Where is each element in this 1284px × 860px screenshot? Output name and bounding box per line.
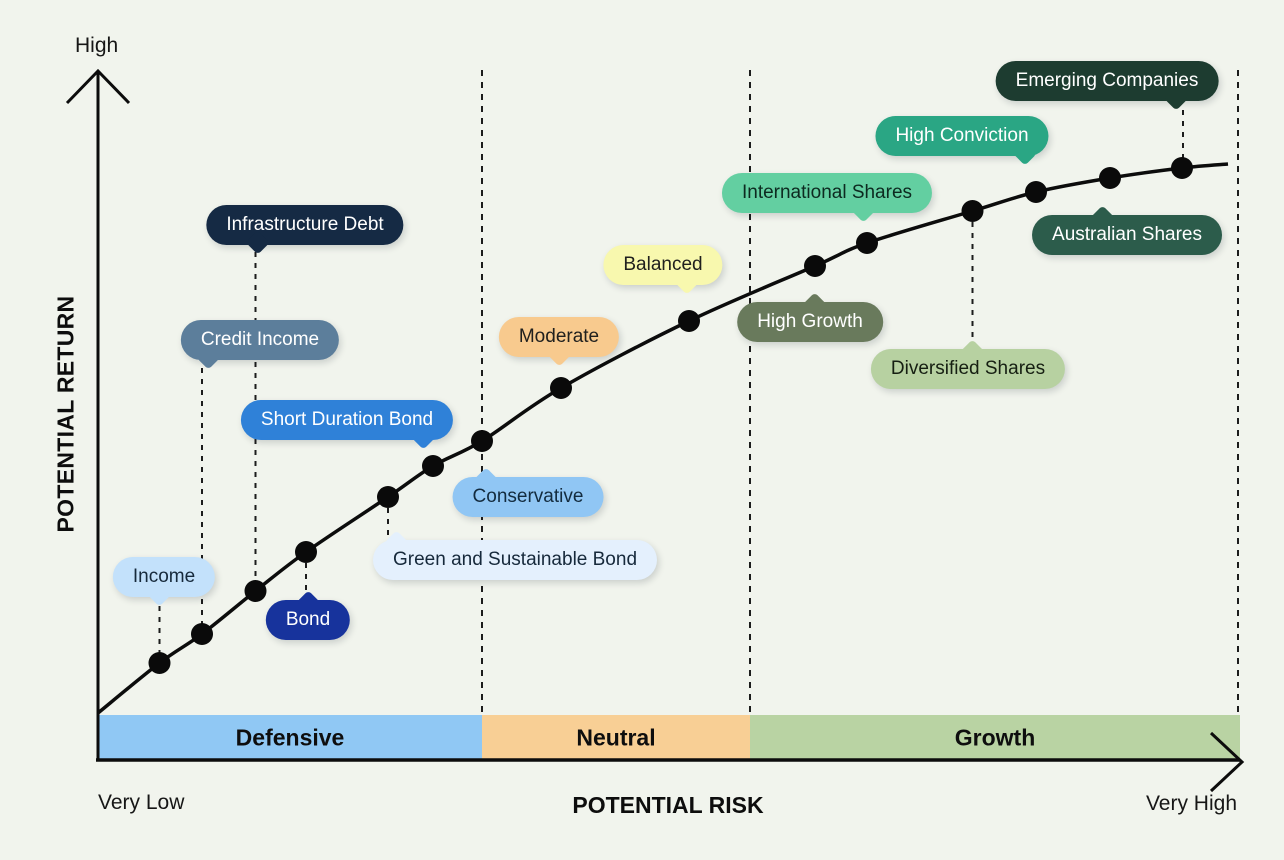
bubble-balanced: Balanced (603, 245, 723, 295)
point-balanced (678, 310, 700, 332)
bubble-label: Green and Sustainable Bond (392, 549, 638, 570)
bubble-international-shares: International Shares (721, 173, 933, 223)
bubble-label: Diversified Shares (890, 358, 1046, 379)
bubble-diversified-shares: Diversified Shares (870, 339, 1066, 389)
point-green-and-sustainable-bond (377, 486, 399, 508)
bubble-moderate: Moderate (498, 317, 620, 367)
point-credit-income (191, 623, 213, 645)
bubble-label: High Growth (757, 311, 863, 332)
bubble-conservative: Conservative (452, 467, 604, 517)
bubble-emerging-companies: Emerging Companies (995, 61, 1219, 111)
point-emerging-companies (1171, 157, 1193, 179)
bubble-high-growth: High Growth (737, 292, 883, 342)
x-axis-arrow-icon (1209, 731, 1245, 793)
band-label-neutral: Neutral (576, 724, 656, 750)
bubble-label: Bond (285, 609, 331, 630)
y-axis-title: POTENTIAL RETURN (52, 295, 79, 533)
bubble-label: Infrastructure Debt (226, 214, 384, 235)
point-short-duration-bond (422, 455, 444, 477)
bubble-infrastructure-debt: Infrastructure Debt (206, 205, 404, 255)
y-axis-high-label: High (75, 34, 119, 57)
bubble-label: Emerging Companies (1015, 70, 1199, 91)
bubble-bond: Bond (265, 590, 351, 640)
bubble-label: Australian Shares (1052, 224, 1202, 245)
risk-band-neutral (482, 715, 750, 760)
x-axis-very-low-label: Very Low (98, 791, 185, 814)
band-label-growth: Growth (954, 724, 1036, 750)
bubble-label: Conservative (472, 486, 584, 507)
point-conservative (471, 430, 493, 452)
risk-band-growth (750, 715, 1240, 760)
bubble-green-and-sustainable-bond: Green and Sustainable Bond (372, 530, 658, 580)
point-high-growth (804, 255, 826, 277)
risk-band-defensive (98, 715, 482, 760)
bubble-label: International Shares (741, 182, 913, 203)
point-diversified-shares (961, 200, 984, 222)
x-axis-very-high-label: Very High (1145, 792, 1237, 815)
bubble-label: Credit Income (200, 329, 320, 350)
bubble-income: Income (112, 557, 216, 607)
point-bond (295, 541, 317, 563)
bubble-label: Moderate (518, 326, 600, 347)
point-infrastructure-debt (244, 580, 267, 602)
bubble-label: High Conviction (895, 125, 1029, 146)
bubble-australian-shares: Australian Shares (1032, 205, 1222, 255)
point-international-shares (856, 232, 878, 254)
y-axis-arrow-icon (65, 68, 131, 105)
band-label-defensive: Defensive (235, 724, 345, 750)
x-axis-title: POTENTIAL RISK (572, 792, 764, 818)
bubble-short-duration-bond: Short Duration Bond (240, 400, 454, 450)
bubble-high-conviction: High Conviction (875, 116, 1049, 166)
point-income (148, 652, 171, 674)
bubble-label: Balanced (623, 254, 703, 275)
point-moderate (550, 377, 572, 399)
bubble-label: Income (132, 566, 196, 587)
bubble-credit-income: Credit Income (180, 320, 340, 370)
point-australian-shares (1099, 167, 1121, 189)
bubble-label: Short Duration Bond (260, 409, 434, 430)
point-high-conviction (1025, 181, 1047, 203)
